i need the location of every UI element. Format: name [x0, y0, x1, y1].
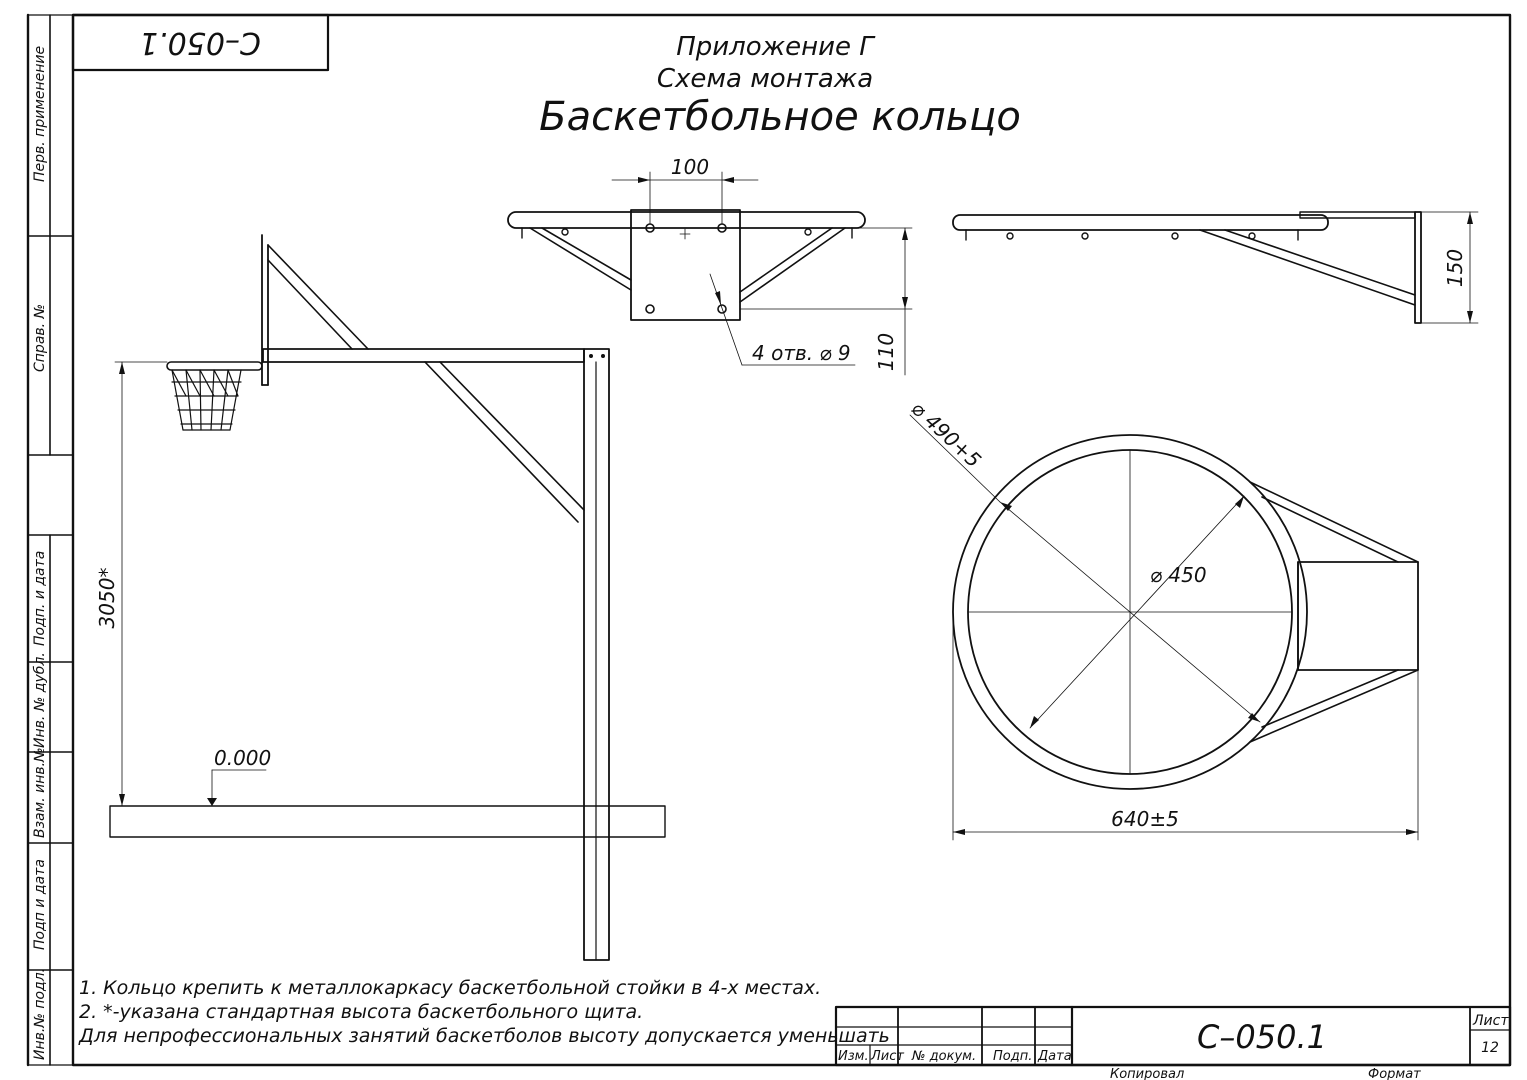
drawing-title: Баскетбольное кольцо: [539, 94, 1021, 140]
hoop-rim-top-view: [507, 211, 866, 229]
col-label-doc-no: № докум.: [911, 1049, 976, 1064]
copied-label: Копировал: [1110, 1067, 1184, 1080]
dim-outer-ring: ⌀ 490+5: [907, 396, 986, 472]
note-3: Для непрофессиональных занятий баскетбол…: [78, 1025, 890, 1047]
mounting-plate: [630, 209, 741, 321]
col-label-date: Дата: [1037, 1049, 1072, 1064]
title-block: Изм. Лист № докум. Подп. Дата С–050.1 Ли…: [834, 1005, 1512, 1080]
holes-note: 4 отв. ⌀ 9: [752, 341, 851, 365]
plan-view: 640±5 ⌀ 450 ⌀ 490+5: [907, 396, 1419, 841]
elevation-view: 3050* 0.000: [95, 234, 666, 961]
title-block-code: С–050.1: [1197, 1018, 1327, 1056]
side-label-ref-no: Справ. №: [32, 304, 48, 372]
dim-bolt-spacing: 100: [671, 155, 709, 179]
top-view: 100 110 4 отв. ⌀ 9: [507, 155, 913, 376]
sheet-number: 12: [1481, 1040, 1499, 1056]
top-code-text: С–050.1: [139, 25, 261, 60]
frame-border: [71, 13, 1512, 1067]
rim: [166, 361, 263, 371]
dim-plate-height: 110: [874, 333, 898, 371]
bolt-hole-icon: [645, 304, 655, 314]
ground-level-mark: 0.000: [214, 746, 271, 770]
plan-bracket-plate: [1297, 561, 1419, 671]
col-label-sheet: Лист: [870, 1049, 904, 1064]
side-label-sign-date-2: Подп и дата: [32, 859, 48, 950]
top-code-box: [71, 13, 330, 72]
hoop-rim-side-view: [952, 214, 1329, 231]
dim-inner-ring: ⌀ 450: [1150, 563, 1207, 587]
format-label: Формат: [1368, 1067, 1421, 1080]
side-label-dup-inv: Инв. № дубл.: [32, 652, 48, 748]
sheet-label: Лист: [1472, 1013, 1509, 1029]
side-label-first-use: Перв. применение: [32, 46, 48, 182]
dim-overall-length: 640±5: [1111, 807, 1179, 831]
col-label-signature: Подп.: [993, 1049, 1032, 1064]
side-label-sign-date-1: Подп. и дата: [32, 551, 48, 646]
net: [171, 369, 242, 431]
bolt-hole-icon: [717, 304, 727, 314]
side-view: 150: [952, 211, 1479, 324]
dim-bracket-height: 150: [1443, 249, 1467, 287]
side-label-replace-inv: Взам. инв.№: [32, 747, 48, 838]
col-label-change: Изм.: [838, 1049, 869, 1064]
ground-hatch: [109, 805, 666, 838]
bracket-plate: [1414, 211, 1422, 324]
dim-rim-height: 3050*: [95, 568, 119, 629]
side-stamp: Перв. применение Справ. № Подп. и дата И…: [26, 13, 74, 1067]
note-2: 2. *-указана стандартная высота баскетбо…: [79, 1001, 643, 1023]
horizontal-arm: [262, 348, 585, 363]
appendix-label: Приложение Г: [676, 32, 876, 62]
subtitle: Схема монтажа: [657, 64, 873, 94]
outer-border: [27, 14, 1511, 1066]
note-1: 1. Кольцо крепить к металлокаркасу баске…: [79, 977, 821, 999]
side-label-orig-inv: Инв.№ подл.: [32, 968, 48, 1060]
